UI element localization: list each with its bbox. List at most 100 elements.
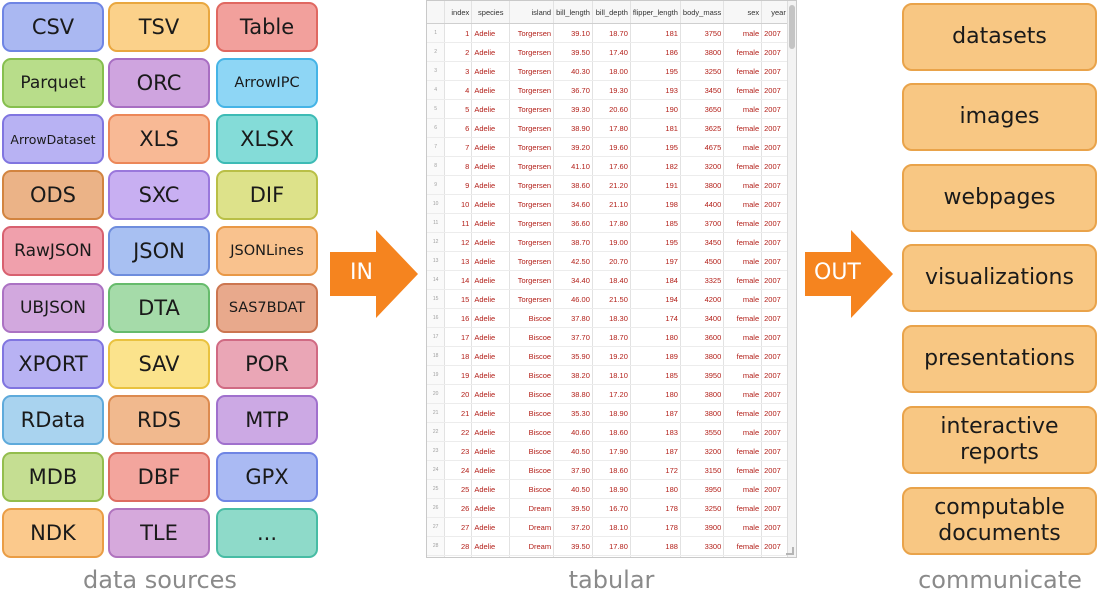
row-number: 9 <box>427 175 446 195</box>
table-cell: male <box>723 479 763 499</box>
table-cell: 190 <box>630 99 681 119</box>
table-cell: 13 <box>444 251 473 271</box>
table-cell: male <box>723 365 763 385</box>
table-cell: Adelie <box>471 99 511 119</box>
column-header[interactable]: index <box>444 1 473 24</box>
column-header[interactable]: species <box>471 1 511 24</box>
table-cell: 18.10 <box>592 517 631 537</box>
row-number: 23 <box>427 441 446 461</box>
table-cell: 3450 <box>680 232 725 252</box>
column-header[interactable]: island <box>509 1 555 24</box>
source-tile: Parquet <box>2 58 104 108</box>
table-cell: Adelie <box>471 80 511 100</box>
source-tile: Table <box>216 2 318 52</box>
table-cell: 9 <box>444 175 473 195</box>
table-cell: 39.30 <box>553 99 593 119</box>
source-tile: JSONLines <box>216 226 318 276</box>
row-number: 13 <box>427 251 446 271</box>
table-cell: 17.20 <box>592 384 631 404</box>
table-cell: 39.10 <box>553 23 593 43</box>
table-cell: 19.30 <box>592 80 631 100</box>
table-cell: female <box>723 308 763 328</box>
table-cell: 182 <box>630 156 681 176</box>
table-cell: Adelie <box>471 270 511 290</box>
column-header[interactable]: flipper_length <box>630 1 681 24</box>
vertical-scrollbar[interactable] <box>787 1 796 557</box>
table-cell: 39.50 <box>553 498 593 518</box>
row-number: 1 <box>427 23 446 43</box>
table-cell: 3900 <box>680 555 725 557</box>
table-cell: female <box>723 460 763 480</box>
column-header[interactable]: bill_length <box>553 1 593 24</box>
table-cell: male <box>723 23 763 43</box>
table-cell: male <box>723 327 763 347</box>
scrollbar-thumb[interactable] <box>789 5 795 49</box>
table-cell: 3 <box>444 61 473 81</box>
table-cell: 3200 <box>680 441 725 461</box>
column-header[interactable]: sex <box>723 1 763 24</box>
table-cell: Adelie <box>471 118 511 138</box>
table-cell: Torgersen <box>509 137 555 157</box>
source-tile: RDS <box>108 395 210 445</box>
row-number: 14 <box>427 270 446 290</box>
table-cell: 20.60 <box>592 99 631 119</box>
table-cell: 4400 <box>680 194 725 214</box>
table-cell: 180 <box>630 479 681 499</box>
output-label: webpages <box>944 185 1056 211</box>
row-number: 8 <box>427 156 446 176</box>
table-cell: 3150 <box>680 460 725 480</box>
table-cell: 3600 <box>680 327 725 347</box>
column-header[interactable]: body_mass <box>680 1 725 24</box>
table-cell: 184 <box>630 555 681 557</box>
table-cell: 18.00 <box>592 61 631 81</box>
table-cell: Biscoe <box>509 384 555 404</box>
table-cell: male <box>723 517 763 537</box>
table-cell: 3750 <box>680 23 725 43</box>
table-cell: Adelie <box>471 555 511 557</box>
table-cell: 40.90 <box>553 555 593 557</box>
source-tile: ORC <box>108 58 210 108</box>
table-cell: Biscoe <box>509 327 555 347</box>
resize-grip-icon[interactable] <box>786 547 794 555</box>
table-cell: female <box>723 42 763 62</box>
table-cell: 3650 <box>680 99 725 119</box>
column-header[interactable]: bill_depth <box>592 1 631 24</box>
source-tile: JSON <box>108 226 210 276</box>
table-cell: female <box>723 156 763 176</box>
table-cell: 17.40 <box>592 42 631 62</box>
table-cell: 3700 <box>680 213 725 233</box>
row-number: 6 <box>427 118 446 138</box>
table-cell: Adelie <box>471 441 511 461</box>
